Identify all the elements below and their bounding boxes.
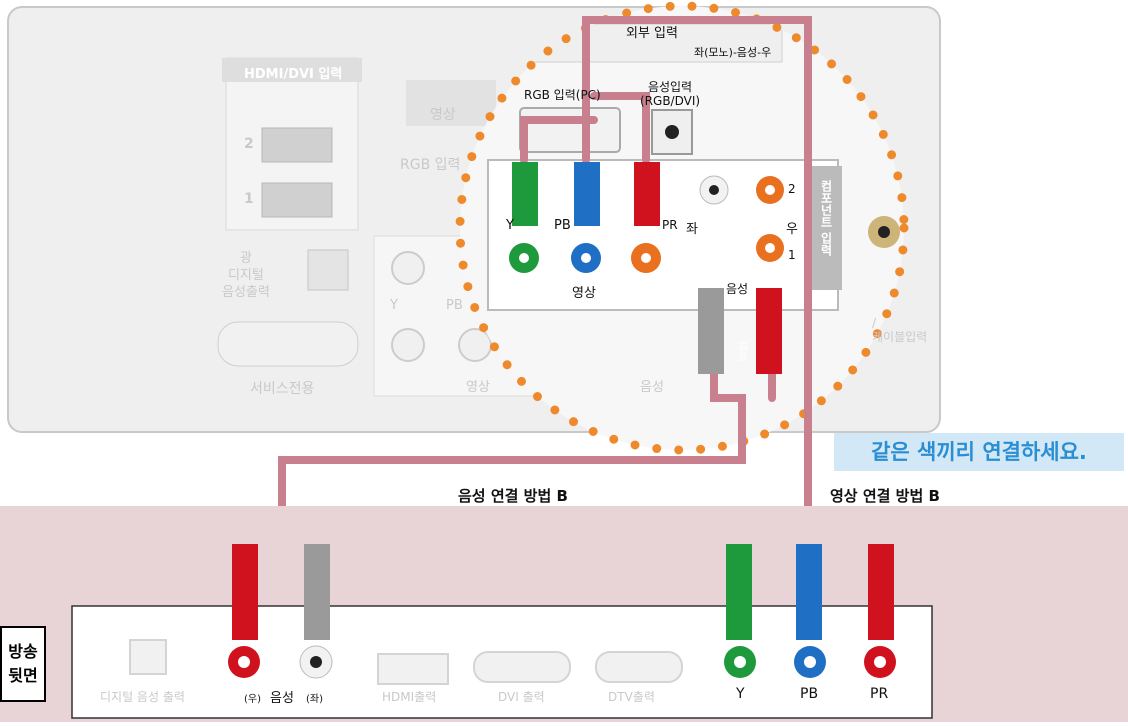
side-label-broadcast: 방송 [8,642,38,661]
right-paren-label: (우) [244,694,262,705]
zoom-y-label: Y [506,218,514,233]
optical-label: 광 디지털 음성출력 [222,251,270,300]
zoom-video-label: 영상 [572,286,596,301]
video-tab [406,80,496,126]
audio-faint-label: 음성 [640,380,664,395]
device-pr-label: PR [870,686,889,702]
cables [240,16,886,548]
hdmi-header [222,58,362,82]
zoom-right-label: 우 [786,222,798,237]
left-mono-audio-right-label: 좌(모노)-음성-우 [694,46,772,59]
same-color-note: 같은 색끼리 연결하세요. [834,433,1124,471]
video-method-label: 영상 연결 방법 B [830,487,940,505]
rgb-pc-port [519,107,621,153]
hdmi-label: HDMI/DVI 입력 [244,67,343,82]
composite-label: 컴포 [736,340,749,362]
zoom-num1-label: 1 [788,248,796,262]
digital-audio-out-label: 디지털 음성 출력 [100,690,185,704]
component-input-label: 컴포넌트 입력 [819,180,833,257]
device-y-label: Y [736,686,745,702]
zoom-pb-label: PB [554,218,571,233]
antenna-label: / 케이블입력 [872,316,928,344]
pb-faint-label: PB [446,298,463,313]
zoom-dotted-border [455,1,909,455]
hdmi-port-2 [261,127,333,163]
side-label-rear: 뒷면 [8,666,38,685]
zoom-jacks [509,175,900,273]
zoom-plugs [512,162,782,374]
service-port [217,321,359,367]
optical-port [307,249,349,291]
device-pb-label: PB [800,686,819,702]
service-label: 서비스전용 [250,381,315,397]
audio-rgb-label: 음성입력 (RGB/DVI) [640,80,701,108]
external-input-label: 외부 입력 [626,26,678,41]
y-faint-label: Y [390,298,398,313]
video-faint-label: 영상 [466,380,490,395]
rgb-input-faint: RGB 입력 [400,157,461,173]
device-plugs [232,544,894,640]
hdmi-port-1 [261,182,333,218]
zoom-num2-label: 2 [788,182,796,196]
hdmi-port-2-label: 2 [244,136,254,152]
left-paren-label: (좌) [306,694,324,705]
device-audio-label: 음성 [270,691,294,706]
rgb-pc-label: RGB 입력(PC) [524,88,601,102]
zoom-pr-label: PR [662,218,678,232]
hdmi-out-label: HDMI출력 [382,690,437,704]
video-tab-label: 영상 [430,107,456,123]
device-side-label: 방송 뒷면 [0,626,46,702]
zoom-left-label: 좌 [686,222,698,237]
zoom-audio-label: 음성 [726,282,749,296]
audio-method-label: 음성 연결 방법 B [458,487,568,505]
dvi-out-label: DVI 출력 [498,690,545,704]
device-faint-ports [129,639,683,685]
device-jacks [228,645,896,679]
dtv-out-label: DTV출력 [608,690,655,704]
hdmi-port-1-label: 1 [244,191,254,207]
